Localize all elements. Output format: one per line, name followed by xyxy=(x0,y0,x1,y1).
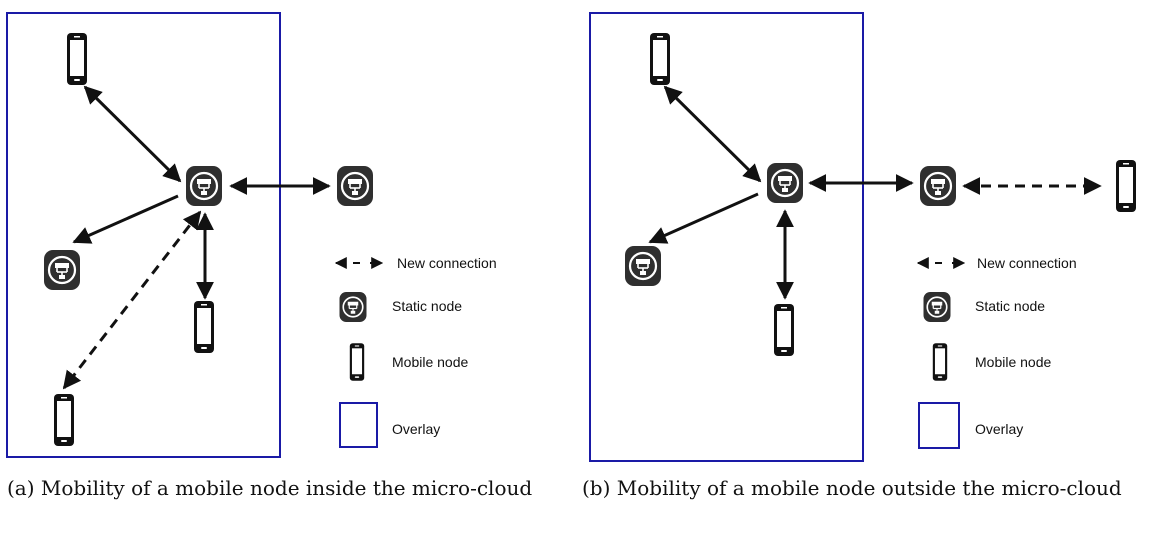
panel-a: New connection Static node Mobile node O… xyxy=(6,12,533,500)
overlay-box xyxy=(589,12,864,462)
static-node-hub xyxy=(184,164,224,208)
caption-b: (b) Mobility of a mobile node outside th… xyxy=(582,476,1122,500)
caption-a: (a) Mobility of a mobile node inside the… xyxy=(7,476,533,500)
legend-overlay-icon xyxy=(339,402,378,448)
edge-hub-to-left-static xyxy=(648,192,759,244)
static-node-left xyxy=(42,248,82,292)
static-node-left xyxy=(623,244,663,288)
mobile-node-moving xyxy=(1116,160,1136,212)
legend-mobile-node-label: Mobile node xyxy=(392,354,469,370)
diagram-b xyxy=(589,12,1136,462)
static-node-right xyxy=(918,164,958,208)
static-node-right xyxy=(335,164,375,208)
edge-hub-to-phone-top xyxy=(83,85,182,183)
legend-new-connection-label: New connection xyxy=(977,255,1077,271)
legend-static-node-label: Static node xyxy=(392,298,463,314)
legend-overlay-icon xyxy=(918,402,960,449)
panel-b: New connection Static node Mobile node O… xyxy=(578,0,1156,536)
legend-mobile-node-icon xyxy=(349,343,365,381)
legend-static-node-icon xyxy=(338,291,368,323)
legend-static-node-icon xyxy=(922,291,952,323)
legend-overlay-label: Overlay xyxy=(975,421,1024,437)
diagram-a xyxy=(6,12,384,458)
legend-new-connection-label: New connection xyxy=(397,255,497,271)
legend-static-node-label: Static node xyxy=(975,298,1046,314)
legend-mobile-node-icon xyxy=(932,343,948,381)
mobile-node-moving xyxy=(54,394,74,446)
edge-hub-to-phone-top xyxy=(663,85,762,183)
legend-mobile-node-label: Mobile node xyxy=(975,354,1052,370)
new-connection-edge xyxy=(62,210,202,390)
mobile-node-bottom xyxy=(774,304,794,356)
legend-overlay-label: Overlay xyxy=(392,421,441,437)
mobile-node-top xyxy=(67,33,87,85)
mobile-node-top xyxy=(650,33,670,85)
mobile-node-bottom xyxy=(194,301,214,353)
static-node-hub xyxy=(765,161,805,205)
overlay-box xyxy=(6,12,281,458)
edge-hub-to-left-static xyxy=(72,194,179,244)
